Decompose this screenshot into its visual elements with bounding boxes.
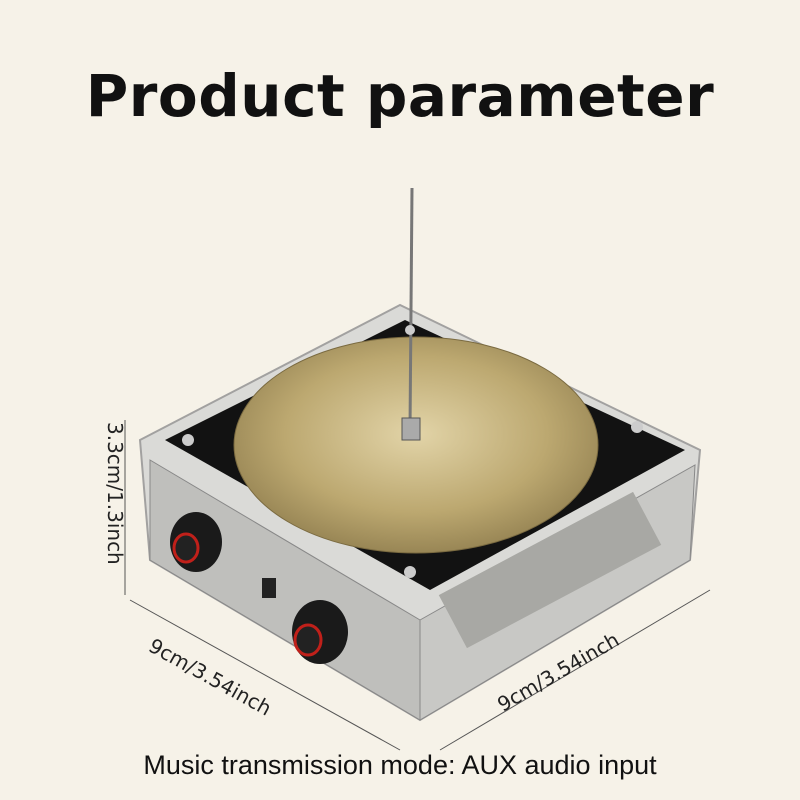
- circuit-board: [438, 491, 662, 649]
- page-title: Product parameter: [85, 62, 715, 130]
- volume-knob-right: [292, 600, 348, 664]
- volume-knob-left: [170, 512, 222, 572]
- antenna-base: [401, 417, 421, 441]
- height-dimension-label: 3.3cm/1.3inch: [103, 422, 127, 565]
- gold-disc: [233, 336, 599, 554]
- antenna: [408, 187, 414, 431]
- switch: [262, 578, 276, 598]
- caption: Music transmission mode: AUX audio input: [143, 750, 657, 780]
